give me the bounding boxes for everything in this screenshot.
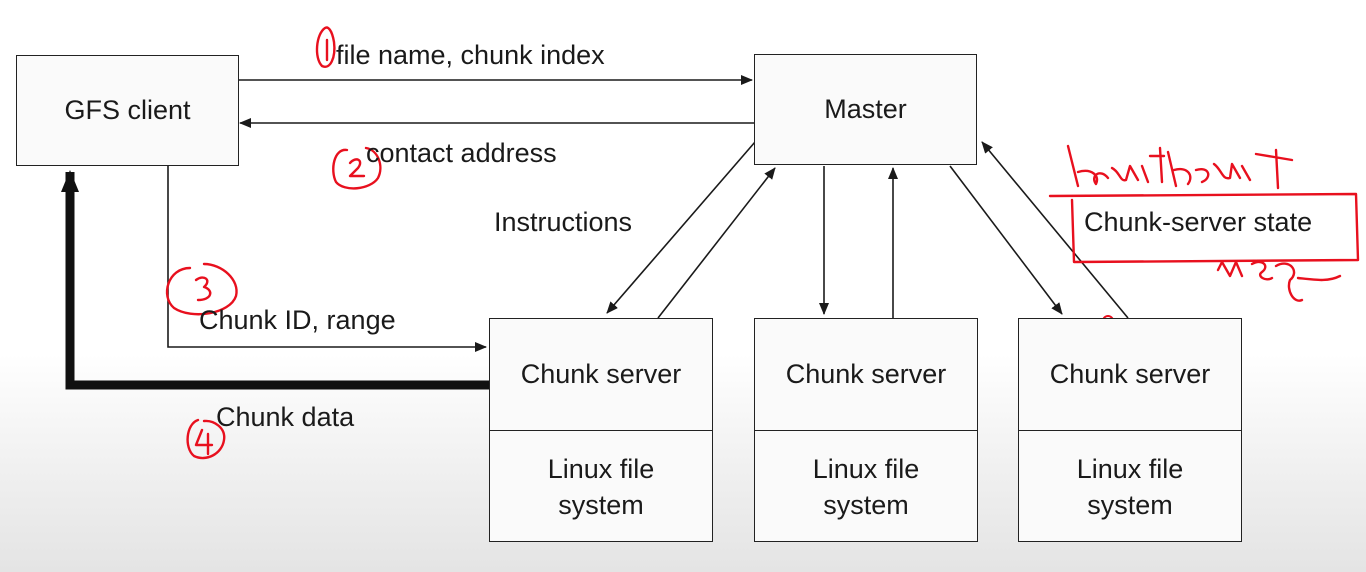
master-box: Master [754,54,977,165]
handwritten-annotations [165,26,1360,460]
annotation-step-1 [315,26,336,68]
chunk-server-label: Chunk server [1049,359,1211,389]
edge-label-file-name: file name, chunk index [336,40,605,70]
edge-label-chunk-data: Chunk data [216,402,355,432]
annotation-state-box [1048,192,1360,264]
chunk-server-label: Chunk server [520,359,682,389]
arrow-state-3 [981,141,1129,319]
filesystem-line-1: Linux file [1076,453,1184,484]
arrow-chunk-data [61,170,490,390]
annotation-step-3 [165,262,238,316]
annotation-msg [1216,260,1342,302]
chunk-server-1: Chunk server Linux file system [489,318,713,542]
chunk-server-2: Chunk server Linux file system [754,318,978,542]
chunk-server-label: Chunk server [785,359,947,389]
gfs-client-box: GFS client [16,55,239,166]
filesystem-line-1: Linux file [812,453,920,484]
annotation-step-4 [186,418,226,460]
arrow-instructions-3 [949,165,1063,315]
edge-label-server-state: Chunk-server state [1084,207,1313,237]
arrow-state-1 [657,167,776,319]
edge-label-instructions: Instructions [494,207,633,237]
chunk-server-3: Chunk server Linux file system [1018,318,1242,542]
gfs-client-label: GFS client [64,95,191,125]
annotation-step-2 [332,146,382,190]
edge-label-contact-address: contact address [366,138,557,168]
filesystem-line-2: system [1087,489,1173,520]
arrow-chunk-id [167,166,487,352]
master-label: Master [824,94,907,124]
filesystem-line-1: Linux file [547,453,655,484]
filesystem-line-2: system [558,489,644,520]
annotation-heartbeat [1066,144,1294,190]
edge-label-chunk-id: Chunk ID, range [199,305,396,335]
arrow-instructions-1 [606,141,756,314]
filesystem-line-2: system [823,489,909,520]
